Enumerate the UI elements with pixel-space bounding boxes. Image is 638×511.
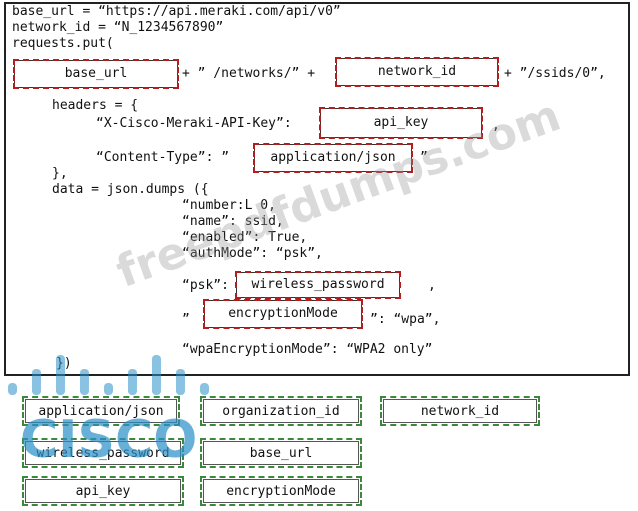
option-base-url[interactable]: base_url xyxy=(200,438,362,468)
drop-slot-network[interactable]: network_id xyxy=(335,57,499,87)
drop-slot-url[interactable]: base_url xyxy=(13,59,179,89)
enc-value: ”: “wpa”, xyxy=(370,312,441,327)
quote-close: ” xyxy=(420,150,428,165)
content-type-label: “Content-Type”: ” xyxy=(96,150,230,165)
code-line-requests-put: requests.put( xyxy=(12,36,114,51)
concat-ssids: + ”/ssids/0”, xyxy=(504,66,606,81)
quote-open: ” xyxy=(182,312,190,327)
option-api-key[interactable]: api_key xyxy=(22,476,184,506)
slot-value: network_id xyxy=(377,64,457,79)
close-brace: }) xyxy=(56,356,72,371)
code-panel xyxy=(4,2,630,376)
headers-close: }, xyxy=(52,166,68,181)
api-key-header-label: “X-Cisco-Meraki-API-Key”: xyxy=(96,116,292,131)
option-network-id[interactable]: network_id xyxy=(380,396,540,426)
slot-value: base_url xyxy=(64,66,128,81)
concat-networks: + ” /networks/” + xyxy=(182,66,316,81)
code-line-network-id: network_id = “N_1234567890” xyxy=(12,20,224,35)
drop-slot-api-key[interactable]: api_key xyxy=(319,107,483,139)
enabled-line: “enabled”: True, xyxy=(182,230,308,245)
name-line: “name”: ssid, xyxy=(182,214,284,229)
code-line-base-url: base_url = “https://api.meraki.com/api/v… xyxy=(12,4,341,19)
drop-slot-content-type[interactable]: application/json xyxy=(253,143,413,173)
slot-value: api_key xyxy=(373,115,429,130)
comma: , xyxy=(428,278,436,293)
headers-open: headers = { xyxy=(52,98,139,113)
data-open: data = json.dumps ({ xyxy=(52,182,209,197)
comma: , xyxy=(492,118,500,133)
slot-value: application/json xyxy=(270,150,396,165)
authmode-line: “authMode”: “psk”, xyxy=(182,246,323,261)
option-wireless-password[interactable]: wireless_password xyxy=(22,438,184,468)
option-encryption-mode[interactable]: encryptionMode xyxy=(200,476,362,506)
psk-label: “psk”: xyxy=(182,278,229,293)
drop-slot-encryption[interactable]: encryptionMode xyxy=(203,299,363,329)
number-line: “number:L 0, xyxy=(182,198,276,213)
option-organization-id[interactable]: organization_id xyxy=(200,396,362,426)
wpa-enc-line: “wpaEncryptionMode”: “WPA2 only” xyxy=(182,342,433,357)
slot-value: wireless_password xyxy=(251,277,385,292)
drop-slot-psk[interactable]: wireless_password xyxy=(235,271,401,299)
option-application-json[interactable]: application/json xyxy=(22,396,180,426)
slot-value: encryptionMode xyxy=(228,306,338,321)
